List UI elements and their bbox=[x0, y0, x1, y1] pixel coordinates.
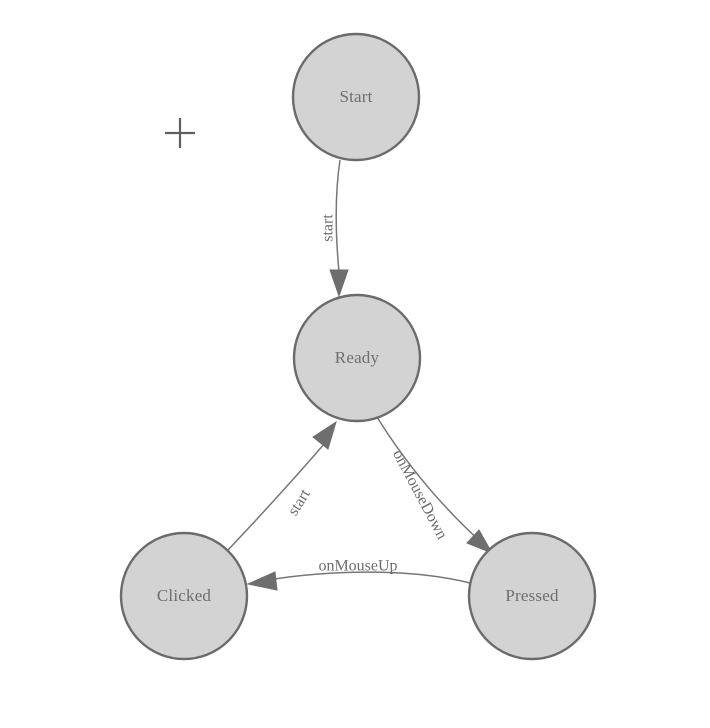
arrowhead-start-to-ready bbox=[329, 269, 349, 298]
node-shape-start[interactable] bbox=[291, 32, 421, 162]
edge-path-pressed-to-clicked bbox=[267, 571, 471, 584]
edge-layer bbox=[227, 159, 494, 591]
edge-label-ready-to-pressed: onMouseDown bbox=[389, 447, 450, 542]
edge-path-clicked-to-ready bbox=[227, 442, 326, 551]
node-label-ready: Ready bbox=[335, 348, 380, 367]
node-label-start: Start bbox=[339, 87, 372, 106]
node-shape-clicked[interactable] bbox=[119, 531, 249, 661]
crosshair-cursor-icon bbox=[165, 118, 195, 148]
arrowhead-ready-to-pressed bbox=[466, 529, 494, 554]
node-shape-ready[interactable] bbox=[292, 293, 422, 423]
edge-label-start-to-ready: start bbox=[320, 214, 337, 242]
edge-ready-to-pressed[interactable] bbox=[376, 416, 494, 554]
edge-path-ready-to-pressed bbox=[376, 416, 483, 544]
node-start[interactable]: Start bbox=[291, 32, 421, 162]
arrowhead-pressed-to-clicked bbox=[246, 571, 278, 591]
node-ready[interactable]: Ready bbox=[292, 293, 422, 423]
edge-path-start-to-ready bbox=[335, 159, 341, 273]
node-clicked[interactable]: Clicked bbox=[119, 531, 249, 661]
edge-label-pressed-to-clicked: onMouseUp bbox=[318, 558, 397, 575]
node-label-clicked: Clicked bbox=[157, 586, 212, 605]
edge-pressed-to-clicked[interactable] bbox=[246, 571, 471, 591]
node-layer: Start Ready Clicked Pressed bbox=[119, 32, 597, 661]
node-pressed[interactable]: Pressed bbox=[467, 531, 597, 661]
edge-label-clicked-to-ready: start bbox=[285, 486, 314, 519]
edge-clicked-to-ready[interactable] bbox=[227, 420, 337, 551]
arrowhead-clicked-to-ready bbox=[312, 420, 337, 450]
node-label-pressed: Pressed bbox=[505, 586, 559, 605]
node-shape-pressed[interactable] bbox=[467, 531, 597, 661]
edge-start-to-ready[interactable] bbox=[329, 159, 349, 298]
